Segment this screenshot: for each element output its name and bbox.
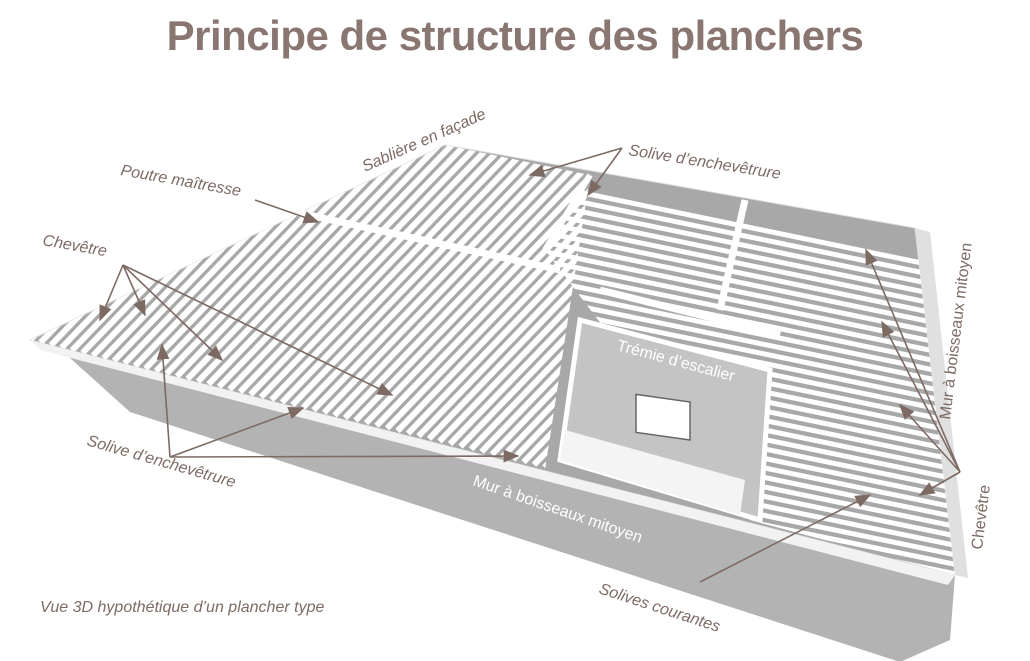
trimmer-beam	[599, 286, 781, 339]
window	[635, 393, 691, 441]
joist	[545, 263, 955, 363]
joist	[384, 156, 590, 431]
joist	[248, 145, 513, 397]
joist	[395, 158, 590, 434]
diagram-title: Principe de structure des planchers	[166, 12, 864, 59]
joist	[269, 145, 534, 402]
joist	[300, 145, 566, 410]
main-beam	[239, 196, 561, 274]
joist	[545, 215, 955, 316]
joist	[216, 145, 482, 389]
joist	[405, 161, 590, 436]
joist	[332, 145, 590, 418]
label-chevetre-right: Chevêtre	[969, 484, 994, 551]
joist	[545, 291, 955, 392]
joist	[545, 234, 955, 335]
joist	[321, 145, 587, 415]
joist	[545, 206, 955, 306]
joist	[468, 177, 590, 452]
joist	[437, 169, 590, 444]
joist	[290, 145, 555, 408]
label-solive-enchevetrure-top: Solive d’enchevêtrure	[627, 142, 782, 183]
joist	[500, 184, 590, 460]
joist	[545, 187, 955, 287]
front-wall-top	[30, 340, 955, 585]
joist	[545, 272, 955, 373]
trimmer-beam	[542, 173, 593, 252]
joist	[363, 151, 590, 426]
joist	[132, 145, 398, 369]
joist	[489, 182, 590, 457]
leader-arrows	[99, 147, 961, 583]
label-mur-right: Mur à boisseaux mitoyen	[937, 242, 976, 421]
joist	[206, 145, 471, 387]
joist	[227, 145, 492, 392]
joist	[342, 145, 590, 421]
label-chevetre-left: Chevêtre	[41, 232, 108, 260]
joist	[143, 145, 408, 371]
joist	[237, 145, 503, 395]
joist	[374, 153, 590, 428]
joist	[279, 145, 545, 405]
joist	[479, 179, 590, 454]
joist	[458, 174, 590, 449]
right-wall	[915, 228, 968, 578]
joist	[311, 145, 576, 413]
joist	[545, 244, 955, 344]
joist	[353, 148, 590, 423]
joist	[545, 225, 955, 325]
joist	[426, 166, 590, 441]
joist	[545, 253, 955, 354]
stairwell-floor	[560, 430, 745, 515]
caption: Vue 3D hypothétique d’un plancher type	[40, 599, 324, 616]
front-wall	[30, 340, 955, 661]
joist	[545, 196, 955, 297]
trimmer-beam	[716, 199, 749, 311]
label-poutre-maitresse: Poutre maîtresse	[119, 162, 242, 200]
joist	[416, 164, 590, 439]
